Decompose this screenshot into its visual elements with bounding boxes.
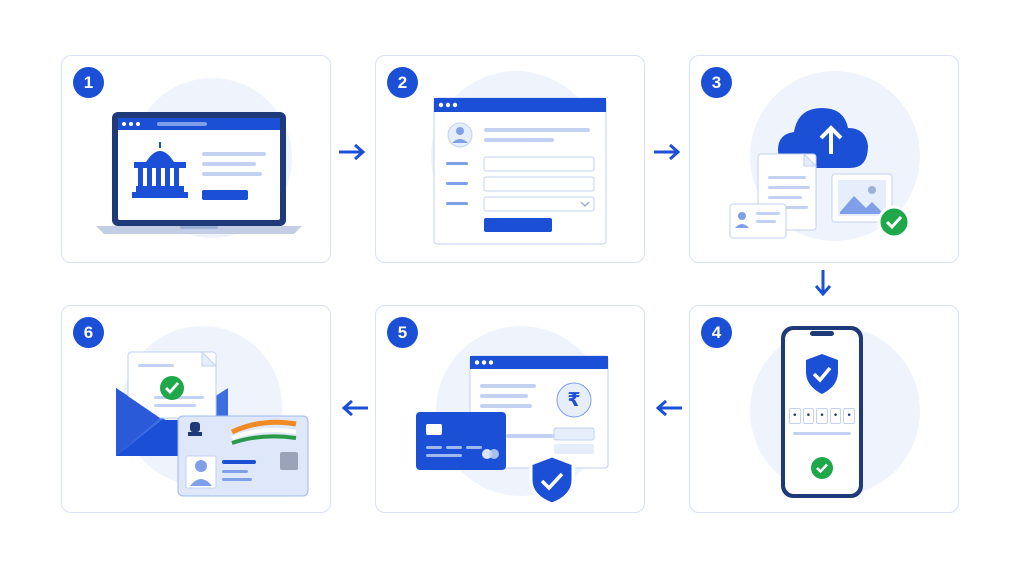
credit-card-icon	[416, 412, 506, 470]
otp-digit: •	[816, 408, 828, 424]
rupee-icon	[556, 382, 592, 418]
chevron-down-icon	[580, 201, 590, 208]
step-card-6: 6	[61, 305, 331, 513]
shield-icon	[806, 354, 838, 394]
step-badge-6: 6	[73, 317, 104, 348]
rupee-symbol: ₹	[567, 389, 581, 411]
image-icon	[831, 173, 893, 223]
registration-form-illustration	[433, 97, 607, 245]
otp-digit: •	[829, 408, 842, 424]
document-upload-illustration	[729, 108, 911, 239]
mobile-phone: • • • • •	[781, 326, 863, 498]
step-card-3: 3	[689, 55, 959, 263]
upload-cloud-icon	[778, 108, 868, 168]
step-card-4: 4 • • • • •	[689, 305, 959, 513]
identity-card	[177, 415, 309, 497]
step-badge-1: 1	[73, 67, 104, 98]
step-badge-4: 4	[701, 317, 732, 348]
shield-icon	[529, 454, 575, 506]
delivery-illustration	[116, 350, 309, 497]
government-building-icon	[132, 142, 188, 198]
user-icon	[447, 122, 473, 148]
step-card-2: 2	[375, 55, 645, 263]
step-card-5: 5 ₹	[375, 305, 645, 513]
arrow-left-icon	[655, 399, 682, 417]
step-badge-5: 5	[387, 317, 418, 348]
emblem-icon	[188, 422, 202, 436]
step-badge-2: 2	[387, 67, 418, 98]
check-icon	[877, 205, 911, 239]
check-icon	[160, 376, 184, 400]
otp-digit: •	[789, 408, 801, 424]
step-badge-3: 3	[701, 67, 732, 98]
laptop-illustration	[96, 112, 302, 234]
check-icon	[811, 457, 833, 479]
step-card-1: 1	[61, 55, 331, 263]
otp-digit: •	[843, 408, 855, 424]
arrow-down-icon	[814, 270, 832, 297]
payment-illustration	[416, 355, 609, 506]
arrow-right-icon	[654, 143, 681, 161]
otp-input-group[interactable]: • • • • •	[789, 408, 855, 424]
arrow-left-icon	[341, 399, 368, 417]
id-card	[729, 203, 787, 239]
arrow-right-icon	[339, 143, 366, 161]
otp-digit: •	[802, 408, 815, 424]
